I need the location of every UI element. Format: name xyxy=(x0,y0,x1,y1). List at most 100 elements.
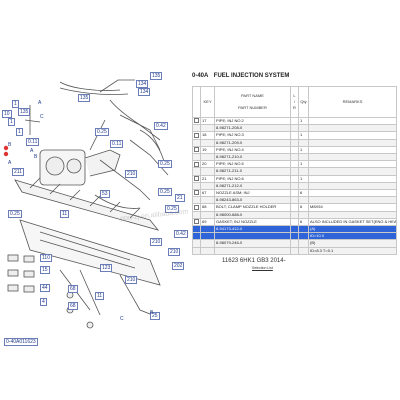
row-checkbox[interactable] xyxy=(194,161,199,167)
callout-210[interactable]: 210 xyxy=(150,238,163,246)
table-row[interactable]: 8-98271-208-0 xyxy=(192,124,397,133)
callout-4[interactable]: 4 xyxy=(40,298,47,306)
callout-10[interactable]: 10 xyxy=(2,110,12,118)
ref-letter: C xyxy=(120,316,124,322)
row-checkbox[interactable] xyxy=(194,176,199,182)
row-checkbox[interactable] xyxy=(194,190,199,196)
callout-0-25[interactable]: 0.25 xyxy=(95,128,109,136)
lr-cell xyxy=(290,217,299,227)
callout-210[interactable]: 210 xyxy=(168,248,181,256)
select-column-header xyxy=(192,86,201,118)
select-cell xyxy=(192,246,201,255)
part-cell: PIPE; INJ NO.2 xyxy=(214,116,291,126)
table-row[interactable]: 8-98271-211-0 xyxy=(192,167,397,176)
row-checkbox[interactable] xyxy=(194,132,199,138)
callout-1[interactable]: 1 xyxy=(8,118,15,126)
part-cell: 8-98271-210-0 xyxy=(214,153,291,162)
key-cell xyxy=(200,239,215,248)
callout-210[interactable]: 210 xyxy=(125,170,138,178)
lr-cell xyxy=(290,138,299,147)
key-cell: 67 xyxy=(200,189,215,198)
lr-cell xyxy=(290,196,299,205)
lr-cell xyxy=(290,167,299,176)
exploded-parts-diagram[interactable]: 134 134 135 135 135 1 1 10 1 0.11 211 0.… xyxy=(0,70,190,345)
callout-1[interactable]: 1 xyxy=(12,100,19,108)
callout-0-25[interactable]: 0.25 xyxy=(8,210,22,218)
table-row[interactable]: 8-94173-412-0(A) xyxy=(192,225,397,234)
callout-134[interactable]: 134 xyxy=(136,80,149,88)
remarks-column-header: REMARKS xyxy=(308,86,397,118)
callout-202[interactable]: 202 xyxy=(172,262,185,270)
selection-list-link[interactable]: Selection List xyxy=(252,266,273,270)
callout-44[interactable]: 44 xyxy=(40,284,50,292)
part-number-header: PART NUMBER xyxy=(238,105,267,110)
table-row[interactable]: 8-98271-209-0 xyxy=(192,138,397,147)
part-column-header: PART NAME PART NUMBER xyxy=(214,86,291,118)
callout-0-11[interactable]: 0.11 xyxy=(110,140,124,148)
key-cell: 69 xyxy=(200,217,215,227)
table-row[interactable]: 8-98271-212-0 xyxy=(192,181,397,191)
callout-11[interactable]: 11 xyxy=(60,210,70,218)
table-row[interactable]: 8-98243-863-0 xyxy=(192,196,397,205)
lr-cell xyxy=(290,181,299,191)
select-cell xyxy=(192,239,201,248)
callout-135[interactable]: 135 xyxy=(150,72,163,80)
table-row[interactable]: 8-98271-210-0 xyxy=(192,153,397,162)
callout-0-11[interactable]: 0.11 xyxy=(26,138,40,146)
key-cell xyxy=(200,246,215,255)
callout-68[interactable]: 68 xyxy=(68,302,78,310)
row-checkbox[interactable] xyxy=(194,118,199,124)
table-row[interactable]: ID=10.0 xyxy=(192,232,397,241)
callout-25[interactable]: 25 xyxy=(150,312,160,320)
part-cell: NOZZLE ASM; INJ xyxy=(214,189,291,198)
callout-134[interactable]: 134 xyxy=(138,88,151,96)
row-checkbox[interactable] xyxy=(194,147,199,153)
remarks-cell xyxy=(308,181,397,191)
key-cell xyxy=(200,138,215,147)
callout-0-25[interactable]: 0.25 xyxy=(165,205,179,213)
callout-210[interactable]: 210 xyxy=(125,276,138,284)
part-cell: 8-98271-212-0 xyxy=(214,181,291,191)
callout-110[interactable]: 110 xyxy=(40,254,52,262)
callout-0-25[interactable]: 0.25 xyxy=(158,160,172,168)
callout-135[interactable]: 135 xyxy=(78,94,91,102)
select-cell xyxy=(192,217,201,227)
section-code: 0-40A xyxy=(192,73,209,79)
row-checkbox[interactable] xyxy=(194,219,199,225)
callout-0-42[interactable]: 0.42 xyxy=(174,230,188,238)
callout-1[interactable]: 1 xyxy=(16,128,23,136)
callout-68[interactable]: 68 xyxy=(68,285,78,293)
callout-15[interactable]: 15 xyxy=(40,266,50,274)
callout-21[interactable]: 21 xyxy=(175,194,185,202)
row-checkbox[interactable] xyxy=(194,204,199,210)
callout-211[interactable]: 211 xyxy=(12,168,24,176)
lr-cell xyxy=(290,131,299,140)
select-cell xyxy=(192,153,201,162)
callout-135[interactable]: 135 xyxy=(18,108,31,116)
lr-cell xyxy=(290,225,299,234)
table-row[interactable]: 8-98000-688-0 xyxy=(192,210,397,219)
table-row[interactable]: 8-98079-246-0(B) xyxy=(192,239,397,248)
key-cell: 21 xyxy=(200,174,215,183)
remarks-cell: ID=8.3 T=0.1 xyxy=(308,246,397,255)
callout-11[interactable]: 11 xyxy=(95,292,105,300)
lr-cell xyxy=(290,116,299,126)
part-cell: BOLT; CLAMP NOZZLE HOLDER xyxy=(214,203,291,212)
table-row[interactable]: ID=8.3 T=0.1 xyxy=(192,246,397,255)
callout-123[interactable]: 123 xyxy=(100,264,113,272)
callout-0-25[interactable]: 0.25 xyxy=(158,188,172,196)
key-cell: 17 xyxy=(200,116,215,126)
key-cell: 18 xyxy=(200,131,215,140)
callout-53[interactable]: 53 xyxy=(100,190,110,198)
remarks-cell xyxy=(308,124,397,133)
table-header-row: KEY PART NAME PART NUMBER L/R Qty REMARK… xyxy=(192,86,397,118)
callout-0-42[interactable]: 0.42 xyxy=(154,122,168,130)
